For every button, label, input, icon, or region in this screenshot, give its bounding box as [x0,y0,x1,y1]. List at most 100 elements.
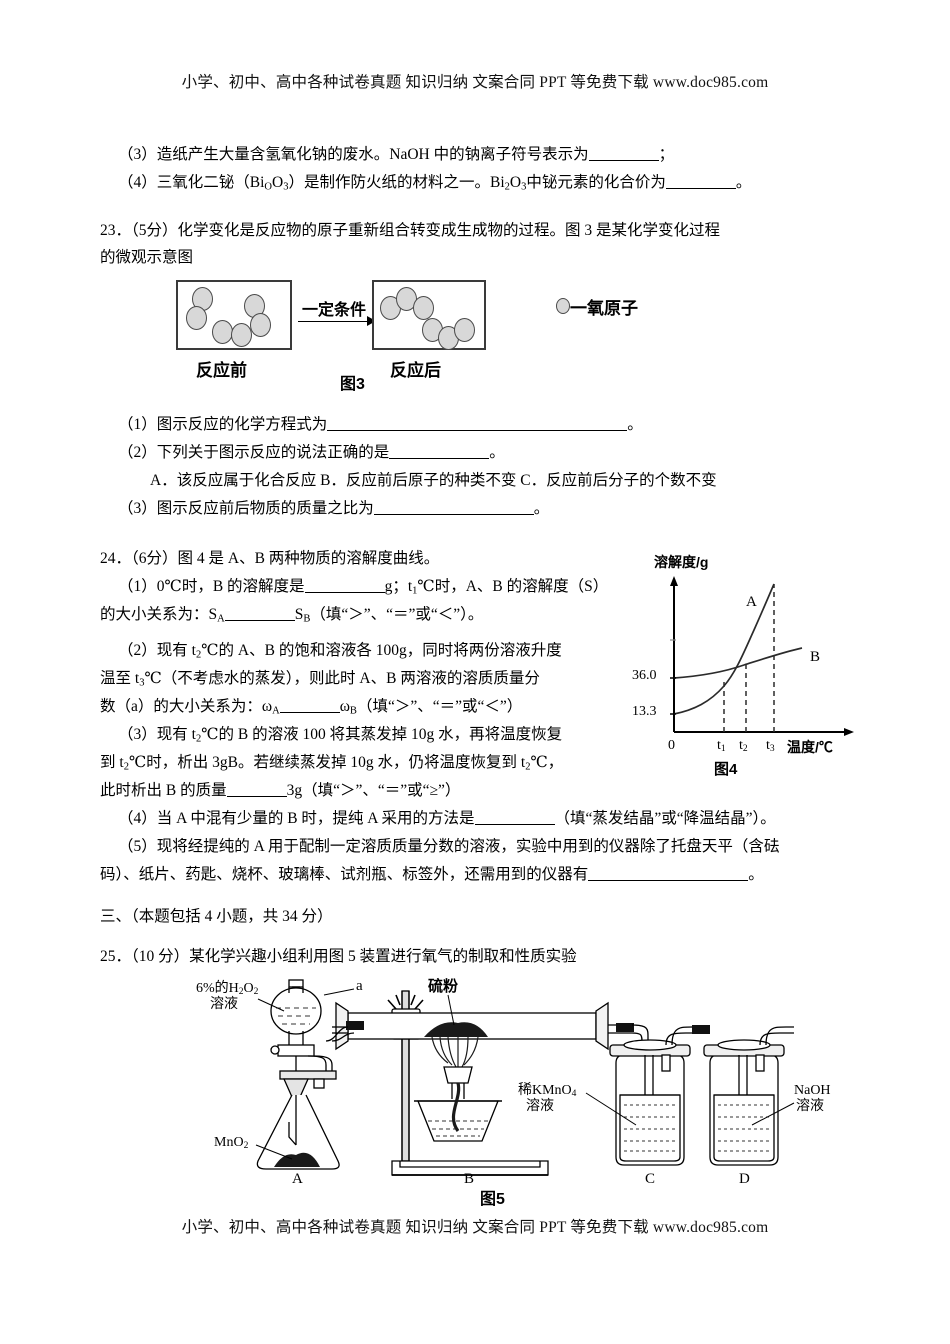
curve-b-path [673,647,803,679]
q22-4-sub2: 3 [283,181,289,193]
x-tick-label-t3: t3 [766,738,775,754]
q23-1-text: （1）图示反应的化学方程式为 [118,416,328,433]
leader-kmno4 [585,1092,637,1126]
funnel-stopper [288,979,304,988]
t3-letter: t [766,738,770,753]
q22-4-sub1: O [264,181,273,193]
burning-strip [451,1082,461,1132]
mno2-sub: 2 [243,1141,249,1152]
watermark-top: 小学、初中、高中各种试卷真题 知识归纳 文案合同 PPT 等免费下载 www.d… [181,74,769,91]
question-24-3-a: （3）现有 t2℃的 B 的溶液 100 将其蒸发掉 10g 水，再将温度恢复 [118,722,562,752]
y-tick-label-36: 36.0 [632,668,657,683]
q23-3-end: 。 [533,500,550,517]
q24-3c-text: 到 t [100,754,124,771]
oxygen-atom [454,318,475,342]
before-reaction-caption: 反应前 [196,361,247,380]
q24-1f-text: （填“＞”、“＝”或“＜”）。 [310,606,484,623]
flask-stopper [282,1078,310,1098]
t3-sub: 3 [139,677,145,689]
wb-sub: B [349,705,357,717]
bottle-C-liquid [619,1094,681,1162]
label-pointer-a: a [356,978,363,994]
question-24-5-a: （5）现将经提纯的 A 用于配制一定溶质质量分数的溶液，实验中用到的仪器除了托盘… [118,838,780,855]
x-tick-label-t1: t1 [717,738,726,754]
solubility-chart-svg [670,576,854,736]
leader-a [323,988,355,996]
q24-5b-text: 码）、纸片、药匙、烧杯、玻璃棒、试剂瓶、标签外，还需用到的仪器有 [100,866,589,883]
answer-blank[interactable] [588,880,749,881]
y-tick-label-13: 13.3 [632,704,657,719]
tube-left-joint [335,1001,349,1051]
y-axis-label: 溶解度/g [654,554,709,570]
label-naoh: NaOH [794,1083,831,1098]
question-24-4: （4）当 A 中混有少量的 B 时，提纯 A 采用的方法是（填“蒸发结晶”或“降… [118,806,776,832]
oxygen-atom [186,306,207,330]
answer-blank[interactable] [279,712,340,713]
q22-3-end: ； [658,146,675,163]
sb-sub: B [303,613,311,625]
q24-3e-text: ℃， [530,754,564,771]
q24-4a-text: （4）当 A 中混有少量的 B 时，提纯 A 采用的方法是 [118,810,475,827]
answer-blank[interactable] [588,160,659,161]
q22-4-c: ）是制作防火纸的材料之一。Bi [288,174,505,191]
t2-sub-d: 2 [525,761,531,773]
q24-1e-text: S [294,606,304,623]
answer-blank[interactable] [224,620,295,621]
q24-2f-text: ω [339,698,350,715]
legend-label: 一氧原子 [570,299,638,318]
t1-letter: t [717,738,721,753]
q24-3g-text: 3g（填“＞”、“＝”或“≥”） [286,782,461,799]
question-23-3: （3）图示反应前后物质的质量之比为。 [118,496,549,522]
answer-blank[interactable] [373,514,534,515]
device-label-b: B [464,1171,475,1187]
q24-2b-text: ℃的 A、B 的饱和溶液各 100g，同时将两份溶液升度 [201,642,562,659]
figure-3-label: 图3 [340,376,365,393]
answer-blank[interactable] [304,592,385,593]
watermark-bottom: 小学、初中、高中各种试卷真题 知识归纳 文案合同 PPT 等免费下载 www.d… [181,1219,769,1236]
t2-letter: t [739,738,743,753]
answer-blank[interactable] [474,824,555,825]
t2-sub-b: 2 [195,733,202,745]
question-23-1: （1）图示反应的化学方程式为。 [118,412,643,438]
q23-2-end: 。 [489,444,505,461]
answer-blank[interactable] [389,458,490,459]
t2-sub: 2 [195,649,202,661]
label-h2o2-solution: 6%的H2O2 [196,981,258,1000]
reaction-condition-label: 一定条件 [302,302,367,319]
curve-a-label: A [746,594,757,610]
q22-4-a: （4）三氧化二铋（Bi [118,174,265,191]
mno2-text: MnO [214,1135,244,1150]
label-sulfur-powder: 硫粉 [428,978,459,995]
answer-blank[interactable] [226,796,287,797]
rubber-connector-1 [346,1021,364,1030]
oxygen-atom [231,323,252,347]
figure-4-label: 图4 [714,761,738,778]
bottle-D-liquid [713,1094,775,1162]
q22-4-o2: O [509,174,522,191]
q24-2g-text: （填“＞”、“＝”或“＜”） [356,698,523,715]
answer-blank[interactable] [665,188,736,189]
leader-naoh [751,1102,795,1126]
q22-3-text: （3）造纸产生大量含氢氧化钠的废水。NaOH 中的钠离子符号表示为 [118,146,589,163]
t2-sub-c: 2 [123,761,129,773]
sulfur-powder [424,1022,488,1037]
answer-blank[interactable] [327,430,628,431]
tube-collar [443,1066,473,1084]
stand-clamp-top [387,994,424,1010]
x-tick-label-t2: t2 [739,738,748,754]
q24-5c-text: 。 [748,866,764,883]
question-22-4: （4）三氧化二铋（BiOOO3）是制作防火纸的材料之一。Bi2O3中铋元素的化合… [118,170,751,200]
question-22-3: （3）造纸产生大量含氢氧化钠的废水。NaOH 中的钠离子符号表示为 ； [118,142,674,168]
q22-4-e: 中铋元素的化合价为 [526,174,666,191]
question-23-options: A．该反应属于化合反应 B．反应前后原子的种类不变 C．反应前后分子的个数不变 [150,472,717,489]
q24-2d-text: ℃（不考虑水的蒸发），则此时 A、B 两溶液的溶质质量分 [144,670,540,687]
q24-2c-text: 温至 t [100,670,140,687]
q24-1d-text: 的大小关系为：S [100,606,218,623]
reaction-arrow-head [367,316,376,326]
question-24-line1: 24．（6分）图 4 是 A、B 两种物质的溶解度曲线。 [100,550,440,567]
h2o2-o: O [243,981,254,996]
x-origin-label: 0 [668,738,675,753]
q24-3d-text: ℃时，析出 3gB。若继续蒸发掉 10g 水，仍将温度恢复到 t [128,754,526,771]
t1-subscript: 1 [720,744,726,755]
